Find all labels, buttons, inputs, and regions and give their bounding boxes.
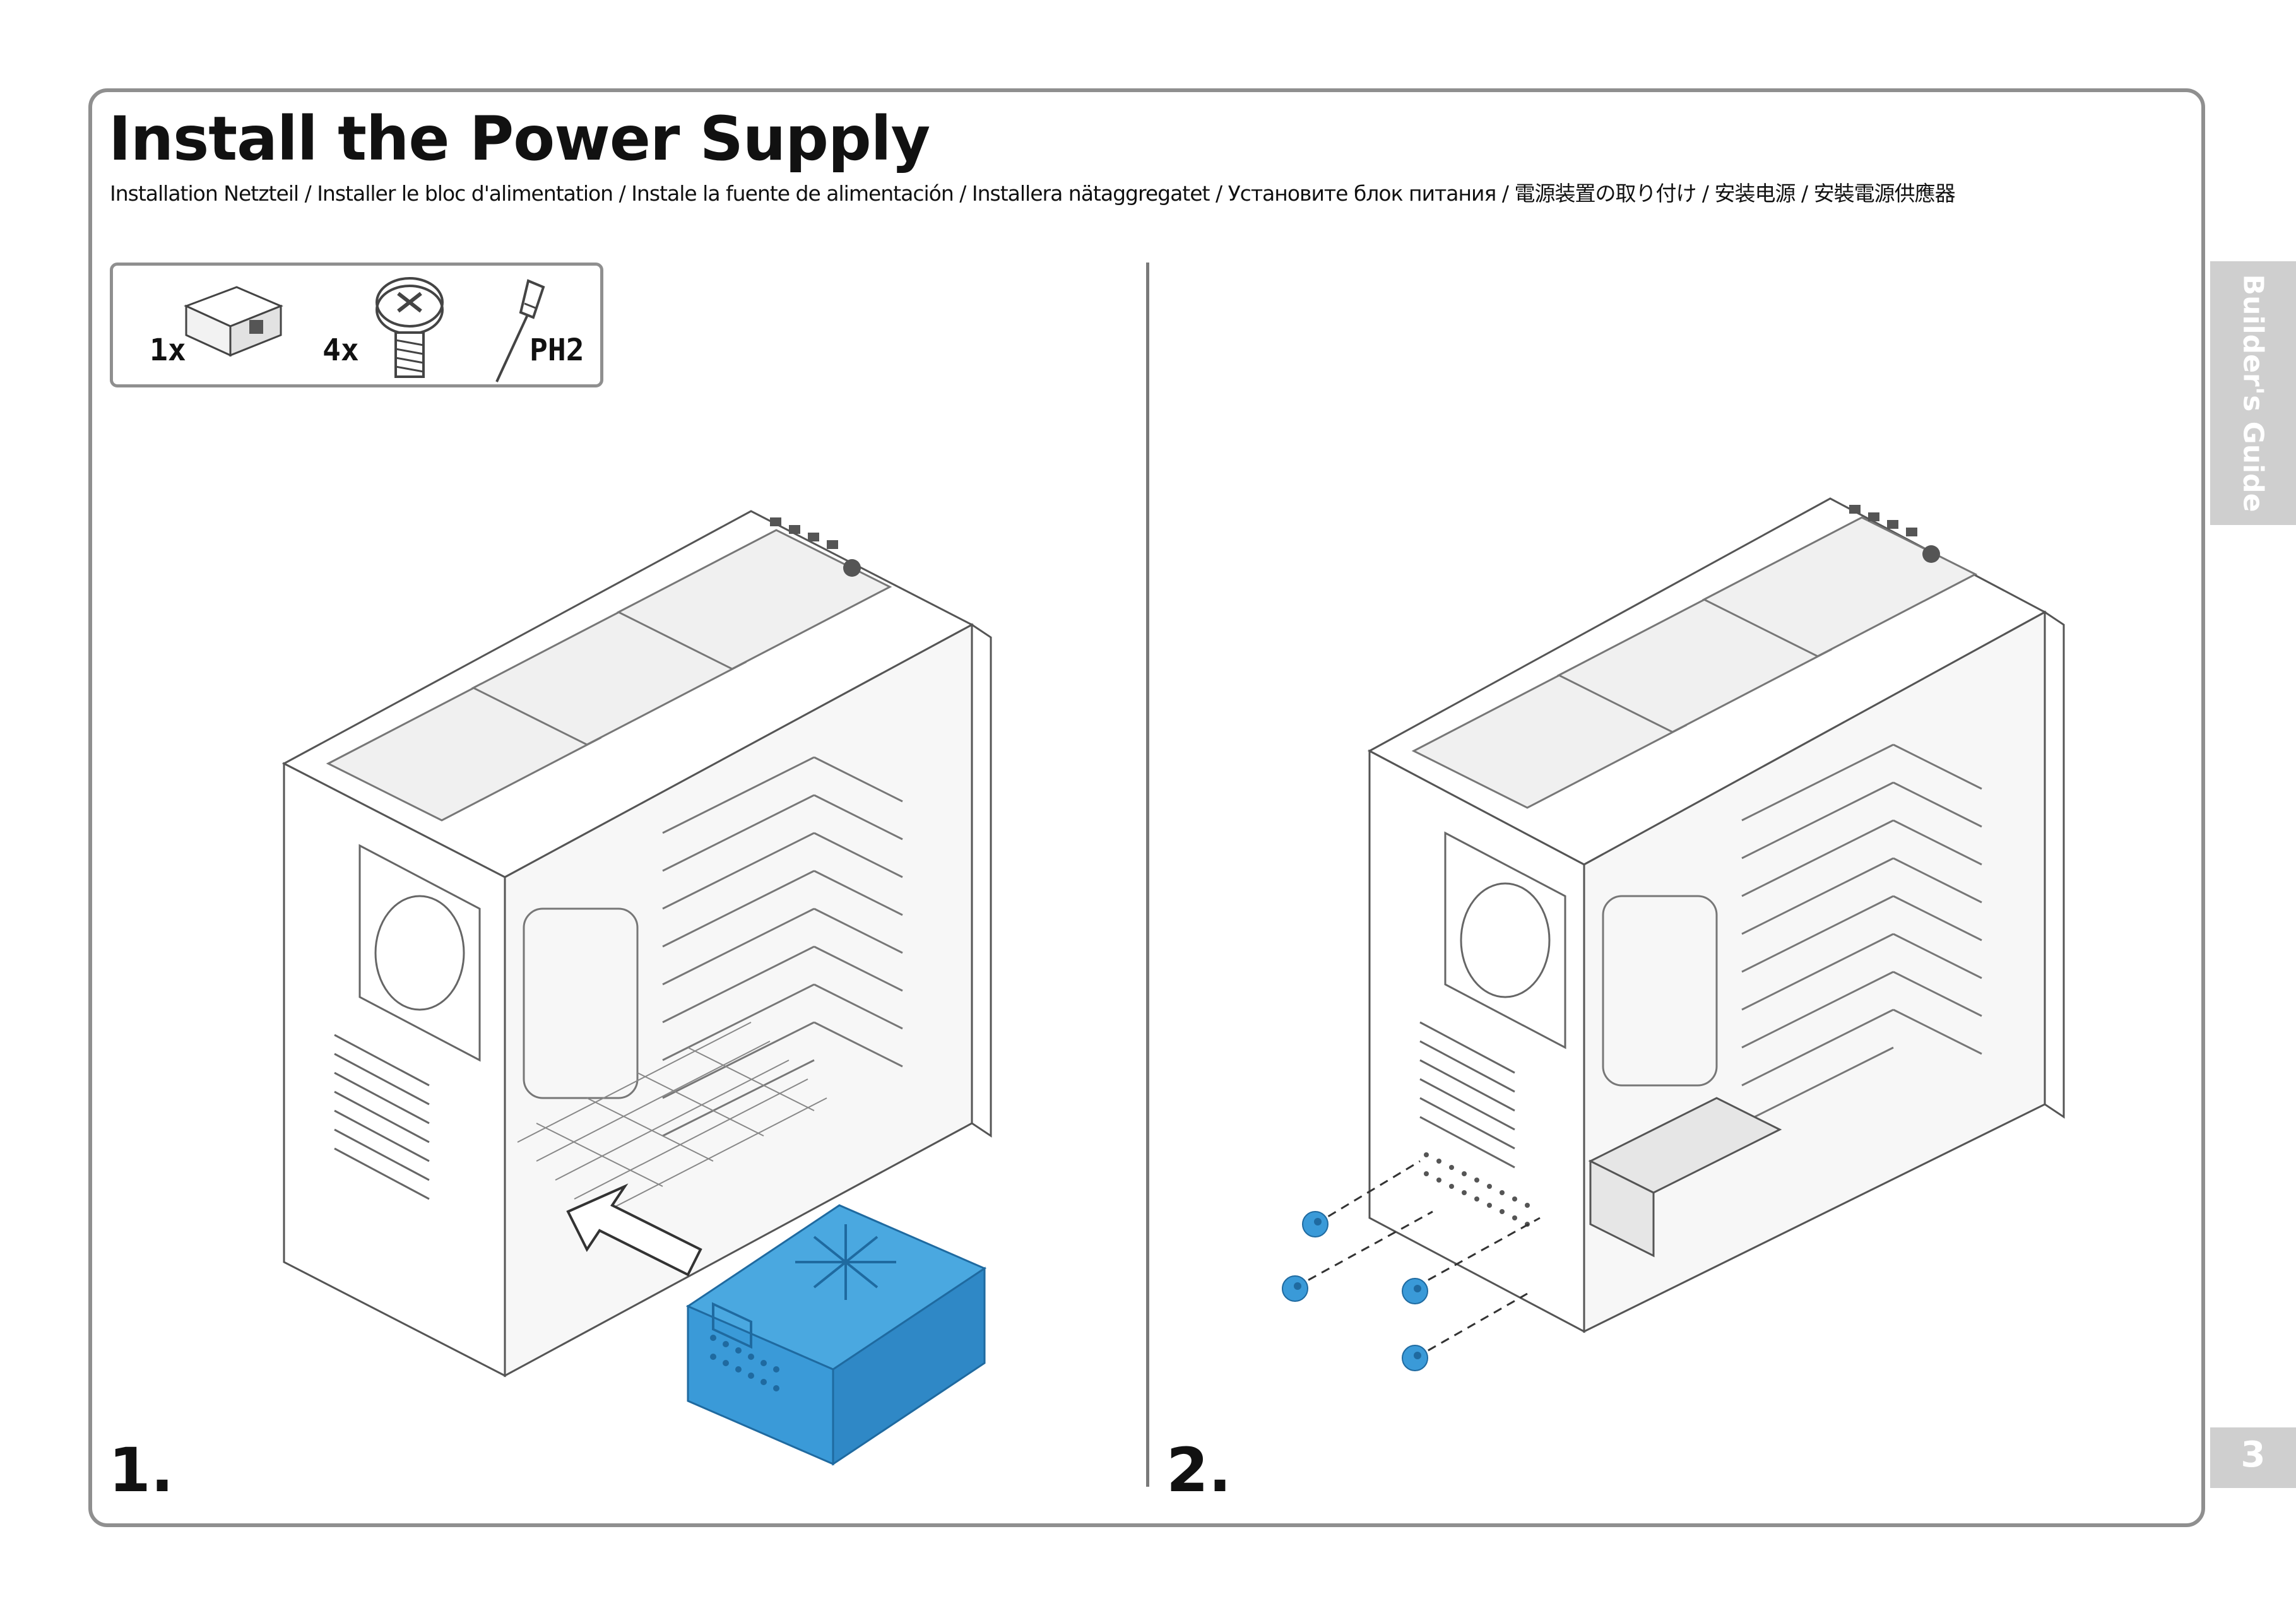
page-frame xyxy=(88,88,2205,1527)
screw-quantity: 4x xyxy=(323,333,359,368)
page-number-tab: 3 xyxy=(2210,1427,2296,1488)
step-1-number: 1. xyxy=(109,1435,174,1506)
step-2-number: 2. xyxy=(1166,1435,1232,1506)
page-subtitle: Installation Netzteil / Installer le blo… xyxy=(110,181,1956,206)
screwdriver-type: PH2 xyxy=(530,333,584,368)
section-tab: Builder's Guide xyxy=(2210,261,2296,525)
step-1-case-illustration xyxy=(281,510,992,1466)
psu-quantity: 1x xyxy=(150,333,186,368)
power-supply-icon xyxy=(184,286,283,357)
parts-box: 1x 4x PH2 xyxy=(110,263,603,387)
page-number: 3 xyxy=(2240,1434,2266,1475)
step-divider xyxy=(1146,263,1149,1487)
step-2-case-illustration xyxy=(1282,497,2065,1371)
screw-icon xyxy=(376,277,444,378)
screwdriver-icon xyxy=(495,279,545,382)
section-tab-label: Builder's Guide xyxy=(2237,274,2269,512)
page-title: Install the Power Supply xyxy=(109,103,930,174)
